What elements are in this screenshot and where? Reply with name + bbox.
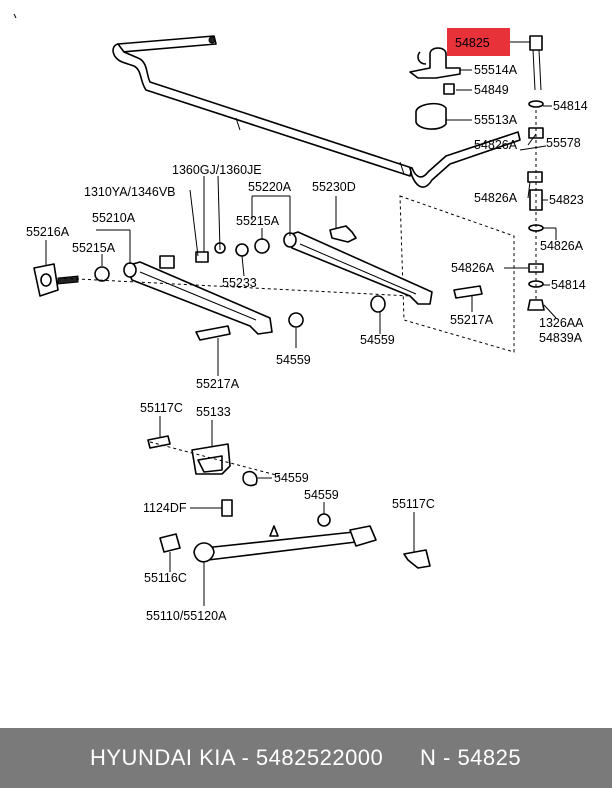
label-54814[interactable]: 54814: [551, 278, 586, 292]
label-54849[interactable]: 54849: [474, 83, 509, 97]
lateral-rod: [159, 513, 431, 569]
label-55116C[interactable]: 55116C: [144, 571, 187, 585]
footer-part-code: N - 54825: [420, 745, 522, 770]
label-55513A[interactable]: 55513A: [474, 113, 518, 127]
label-55233[interactable]: 55233: [222, 276, 257, 290]
label-54814[interactable]: 54814: [553, 99, 588, 113]
label-54826A[interactable]: 54826A: [474, 191, 518, 205]
exploded-parts-diagram: 54825 55514A 54849 55513A 54814 54826A 5…: [13, 13, 588, 623]
part-labels: 54825 55514A 54849 55513A 54814 54826A 5…: [26, 36, 588, 623]
label-54839A[interactable]: 54839A: [539, 331, 583, 345]
label-55215A[interactable]: 55215A: [72, 241, 116, 255]
trailing-arm-mount: [147, 435, 281, 517]
label-55117C[interactable]: 55117C: [140, 401, 183, 415]
label-1310YA-1346VB[interactable]: 1310YA/1346VB: [84, 185, 176, 199]
label-55578[interactable]: 55578: [546, 136, 581, 150]
label-54559[interactable]: 54559: [304, 488, 339, 502]
label-54559[interactable]: 54559: [360, 333, 395, 347]
arm-hardware: [33, 225, 483, 341]
label-55210A[interactable]: 55210A: [92, 211, 136, 225]
label-54825[interactable]: 54825: [455, 36, 490, 50]
label-55217A[interactable]: 55217A: [450, 313, 494, 327]
footer-brand-partnumber: HYUNDAI KIA - 5482522000: [90, 745, 384, 770]
leader-lines: [45, 41, 557, 606]
label-1326AA[interactable]: 1326AA: [539, 316, 584, 330]
stabilizer-bar: [13, 13, 521, 188]
label-54559[interactable]: 54559: [276, 353, 311, 367]
label-54826A[interactable]: 54826A: [474, 138, 518, 152]
lower-control-arm-right: [283, 231, 433, 305]
label-1360GJ-1360JE[interactable]: 1360GJ/1360JE: [172, 163, 262, 177]
label-55215A[interactable]: 55215A: [236, 214, 280, 228]
label-55514A[interactable]: 55514A: [474, 63, 518, 77]
label-54826A[interactable]: 54826A: [451, 261, 495, 275]
stabilizer-link-assembly: [409, 35, 545, 311]
label-1124DF[interactable]: 1124DF: [143, 501, 187, 515]
footer-bar: HYUNDAI KIA - 5482522000 N - 54825: [0, 728, 612, 788]
label-55216A[interactable]: 55216A: [26, 225, 70, 239]
label-54559[interactable]: 54559: [274, 471, 309, 485]
label-55110-55120A[interactable]: 55110/55120A: [146, 609, 227, 623]
label-55220A[interactable]: 55220A: [248, 180, 292, 194]
label-54826A[interactable]: 54826A: [540, 239, 584, 253]
lower-control-arm-left: [123, 261, 273, 335]
label-55230D[interactable]: 55230D: [312, 180, 356, 194]
label-55117C[interactable]: 55117C: [392, 497, 435, 511]
label-55133[interactable]: 55133: [196, 405, 231, 419]
highlight-box: [447, 28, 510, 56]
label-55217A[interactable]: 55217A: [196, 377, 240, 391]
label-54823[interactable]: 54823: [549, 193, 584, 207]
